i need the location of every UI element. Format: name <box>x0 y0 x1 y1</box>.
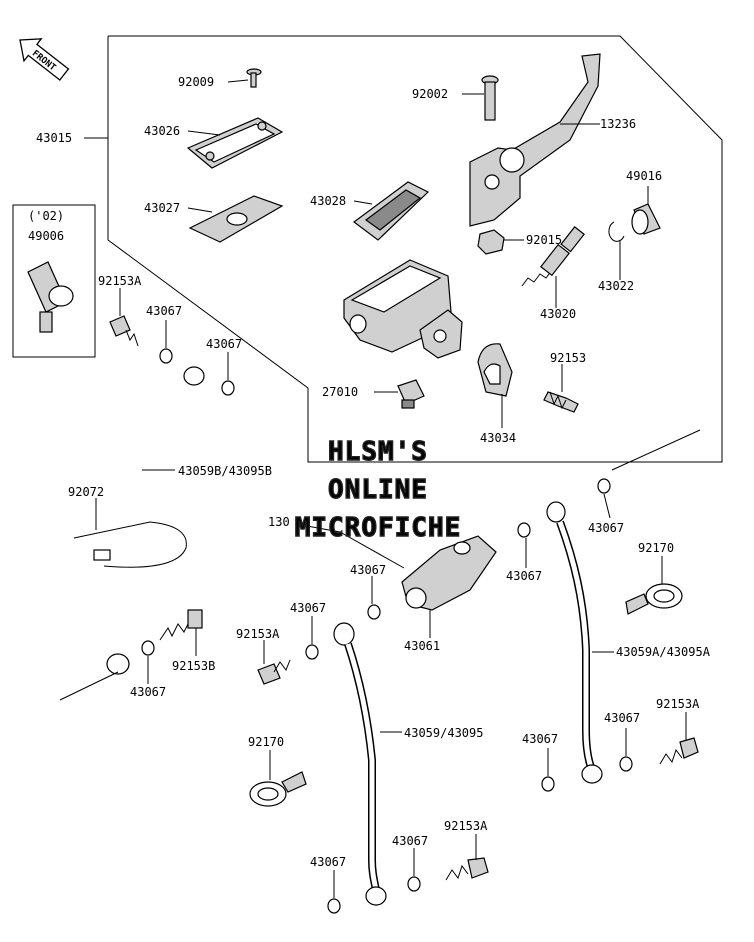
washer-43067-9 <box>407 876 421 892</box>
clamp-92170-top <box>625 583 683 615</box>
front-arrow-icon: FRONT <box>19 38 70 81</box>
part-label: 43059A/43095A <box>616 645 711 659</box>
part-label: 92153A <box>444 819 488 833</box>
part-label: 92002 <box>412 87 448 101</box>
part-label: 43059/43095 <box>404 726 483 740</box>
bleed-bolt-92153b <box>159 609 203 641</box>
part-label: 43022 <box>598 279 634 293</box>
watermark-line-1: HLSM'S <box>328 437 428 467</box>
part-label: 43059B/43095B <box>178 464 272 478</box>
washer-43067-10 <box>541 776 555 792</box>
switch-27010 <box>397 379 425 409</box>
part-label: 43067 <box>604 711 640 725</box>
variant-box <box>12 204 96 358</box>
washer-43067-7 <box>517 522 531 538</box>
brake-lever-13236 <box>469 53 601 227</box>
circlip-43022 <box>608 221 625 242</box>
part-label: 43061 <box>404 639 440 653</box>
part-label: 92170 <box>638 541 674 555</box>
watermark-line-2: ONLINE <box>328 475 428 505</box>
diaphragm-plate-43027 <box>188 195 284 243</box>
washer-43067-2 <box>221 380 235 396</box>
part-label: 92153A <box>656 697 700 711</box>
reservoir-cap-43026 <box>186 117 284 169</box>
washer-43067-4 <box>367 604 381 620</box>
washer-43067-11 <box>619 756 633 772</box>
part-label: 43027 <box>144 201 180 215</box>
part-label: 43067 <box>130 685 166 699</box>
part-label: 43067 <box>146 304 182 318</box>
bolt-92153 <box>543 391 579 413</box>
part-label: 92170 <box>248 735 284 749</box>
master-cylinder-body <box>343 259 463 359</box>
washer-43067-6 <box>597 478 611 494</box>
part-label: 92153B <box>172 659 215 673</box>
part-label: 92072 <box>68 485 104 499</box>
clamp-92170-bottom <box>249 771 307 807</box>
screw-92009 <box>246 68 262 88</box>
boot-49016 <box>631 203 661 235</box>
pivot-bolt-92002 <box>481 75 499 121</box>
banjo-bolt-92153a-4 <box>659 737 699 765</box>
master-cylinder-43061 <box>401 535 497 611</box>
banjo-bolt-92153a-2 <box>257 659 291 685</box>
banjo-bolt-92153a-1 <box>109 315 139 347</box>
piston-43020 <box>521 226 585 287</box>
variant-label: ('02) <box>28 209 64 223</box>
part-label: 43067 <box>522 732 558 746</box>
washer-43067-1 <box>159 348 173 364</box>
part-label: 43026 <box>144 124 180 138</box>
part-label: 49006 <box>28 229 64 243</box>
washer-43067-8 <box>327 898 341 914</box>
washer-43067-3 <box>141 640 155 656</box>
nut-92015 <box>477 229 505 255</box>
part-label: 43067 <box>588 521 624 535</box>
part-label: 43067 <box>392 834 428 848</box>
part-label: 92009 <box>178 75 214 89</box>
diaphragm-43028 <box>352 181 430 241</box>
part-label: 43067 <box>350 563 386 577</box>
part-label: 43028 <box>310 194 346 208</box>
part-label: 92153A <box>98 274 142 288</box>
boot-49006 <box>27 261 74 333</box>
part-label: 27010 <box>322 385 358 399</box>
part-label: 43067 <box>206 337 242 351</box>
part-label: 92015 <box>526 233 562 247</box>
brake-hose-43059a <box>546 501 603 784</box>
part-label: 43034 <box>480 431 516 445</box>
part-label: 49016 <box>626 169 662 183</box>
washer-43067-5 <box>305 644 319 660</box>
banjo-bolt-92153a-3 <box>445 857 489 881</box>
part-label: 43067 <box>290 601 326 615</box>
watermark-line-3: MICROFICHE <box>295 513 462 543</box>
part-label: 92153 <box>550 351 586 365</box>
part-label: 130 <box>268 515 290 529</box>
holder-43034 <box>477 343 513 397</box>
brake-hose-43059b <box>106 366 205 675</box>
watermark: HLSM'S ONLINE MICROFICHE <box>294 436 462 543</box>
part-label: 43015 <box>36 131 72 145</box>
assembly-outline <box>107 35 723 463</box>
brake-hose-43059 <box>333 622 387 906</box>
part-label: 43067 <box>506 569 542 583</box>
clamp-92072 <box>73 521 187 568</box>
part-number-labels: 92009 92002 43015 43026 13236 49016 4302… <box>28 75 711 869</box>
part-label: 92153A <box>236 627 280 641</box>
part-label: 43067 <box>310 855 346 869</box>
part-label: 13236 <box>600 117 636 131</box>
part-label: 43020 <box>540 307 576 321</box>
